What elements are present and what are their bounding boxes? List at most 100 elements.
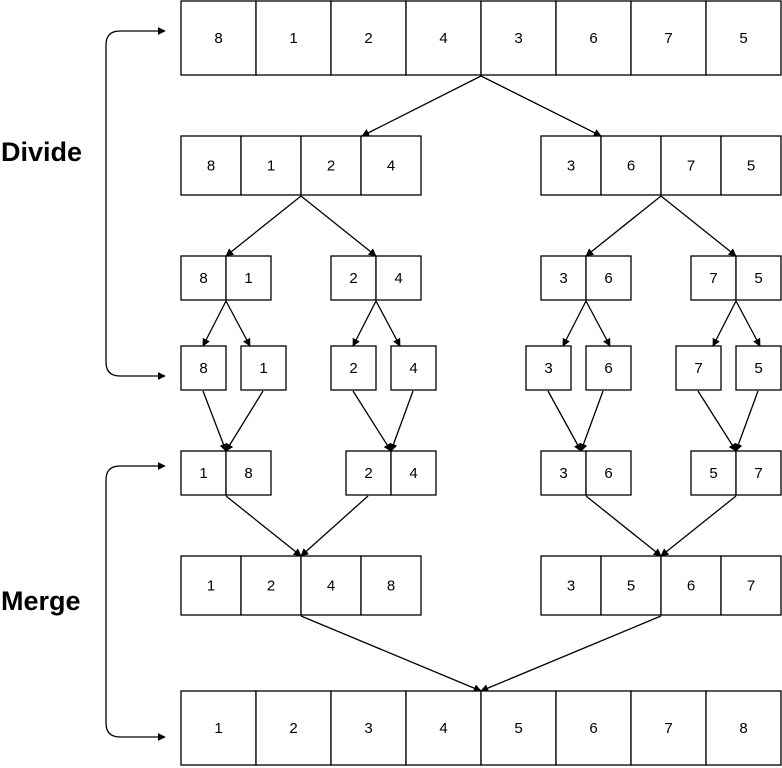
- array-cell-value: 6: [589, 30, 597, 47]
- array-cell-value: 2: [364, 465, 372, 482]
- array-cell-box: [705, 690, 782, 766]
- array-cell-box: [180, 0, 257, 76]
- array-cell-value: 8: [214, 30, 222, 47]
- array-cell: 6: [585, 345, 632, 391]
- array-cell: 3: [540, 255, 587, 301]
- array-cell-box: [390, 345, 437, 391]
- array-cell-value: 5: [739, 30, 747, 47]
- array-cell: 8: [705, 690, 782, 766]
- array-cell-box: [180, 345, 227, 391]
- merge-arrow: [225, 495, 302, 557]
- array-cell-value: 2: [289, 720, 297, 737]
- array-cell-value: 1: [259, 360, 267, 377]
- array-cell-value: 3: [567, 578, 575, 595]
- array-cell-value: 8: [199, 270, 207, 287]
- merge-arrow: [300, 615, 482, 692]
- array-cell-value: 5: [514, 720, 522, 737]
- array-cell: 2: [255, 690, 332, 766]
- array-cell: 8: [180, 135, 242, 196]
- array-cell-value: 2: [364, 30, 372, 47]
- array-cell-box: [255, 0, 332, 76]
- array-cell-box: [360, 555, 422, 616]
- array-cell-box: [720, 555, 782, 616]
- array-cell: 6: [660, 555, 722, 616]
- divide-arrow: [562, 300, 587, 347]
- array-cell-box: [555, 690, 632, 766]
- array-cell-box: [375, 255, 422, 301]
- divide-arrow: [352, 300, 377, 347]
- array-cell-box: [300, 555, 362, 616]
- array-cell-box: [630, 0, 707, 76]
- divide-arrow: [585, 300, 611, 347]
- array-cell-box: [630, 690, 707, 766]
- array-cell-value: 1: [199, 465, 207, 482]
- array-cell-box: [225, 450, 272, 496]
- array-cell: 2: [300, 135, 362, 196]
- array-cell: 7: [675, 345, 722, 391]
- merge-arrow: [352, 390, 392, 452]
- merge-label: Merge: [1, 586, 81, 616]
- array-cell: 2: [240, 555, 302, 616]
- merge-arrow: [585, 495, 662, 557]
- array-cell-value: 3: [559, 270, 567, 287]
- array-cell-value: 6: [604, 465, 612, 482]
- array-cell: 3: [525, 345, 572, 391]
- array-cell: 5: [690, 450, 737, 496]
- array-cell: 4: [300, 555, 362, 616]
- array-cell: 8: [180, 255, 227, 301]
- divide-arrow: [480, 75, 602, 137]
- array-cell-box: [660, 135, 722, 196]
- array-cell-value: 7: [694, 360, 702, 377]
- array-cell: 3: [480, 0, 557, 76]
- array-cell: 8: [180, 345, 227, 391]
- array-cell: 6: [585, 255, 632, 301]
- array-cell-value: 8: [207, 158, 215, 175]
- array-cell-value: 2: [349, 270, 357, 287]
- array-cell: 5: [735, 255, 782, 301]
- array-cell-box: [300, 135, 362, 196]
- merge-arrow: [300, 495, 369, 557]
- array-cell-value: 4: [387, 158, 395, 175]
- array-cell: 2: [330, 345, 377, 391]
- array-cell-value: 1: [289, 30, 297, 47]
- array-cell-box: [690, 450, 737, 496]
- array-cell-box: [405, 690, 482, 766]
- array-single-d2: 5: [735, 345, 782, 391]
- array-cell: 1: [180, 690, 257, 766]
- array-cell: 4: [405, 690, 482, 766]
- array-single-b1: 2: [330, 345, 377, 391]
- array-cell-box: [720, 135, 782, 196]
- merge-bracket-arrow: [105, 465, 166, 741]
- merge-arrow: [480, 615, 662, 692]
- array-cell-box: [735, 450, 782, 496]
- merge-arrow: [389, 390, 414, 452]
- divide-arrow: [585, 195, 662, 257]
- array-cell: 4: [390, 450, 437, 496]
- array-cell-value: 7: [664, 720, 672, 737]
- array-cell: 1: [255, 0, 332, 76]
- array-single-c2: 6: [585, 345, 632, 391]
- array-cell-value: 8: [387, 578, 395, 595]
- array-cell-value: 7: [709, 270, 717, 287]
- array-cell-value: 7: [687, 158, 695, 175]
- array-cell-box: [585, 450, 632, 496]
- merge-arrow: [202, 390, 228, 452]
- array-cell-box: [705, 0, 782, 76]
- divide-label: Divide: [1, 137, 82, 167]
- array-single-c1: 3: [525, 345, 572, 391]
- array-cell: 5: [480, 690, 557, 766]
- array-cell-value: 6: [604, 270, 612, 287]
- array-cell-box: [555, 0, 632, 76]
- array-cell: 7: [690, 255, 737, 301]
- array-cell: 7: [630, 0, 707, 76]
